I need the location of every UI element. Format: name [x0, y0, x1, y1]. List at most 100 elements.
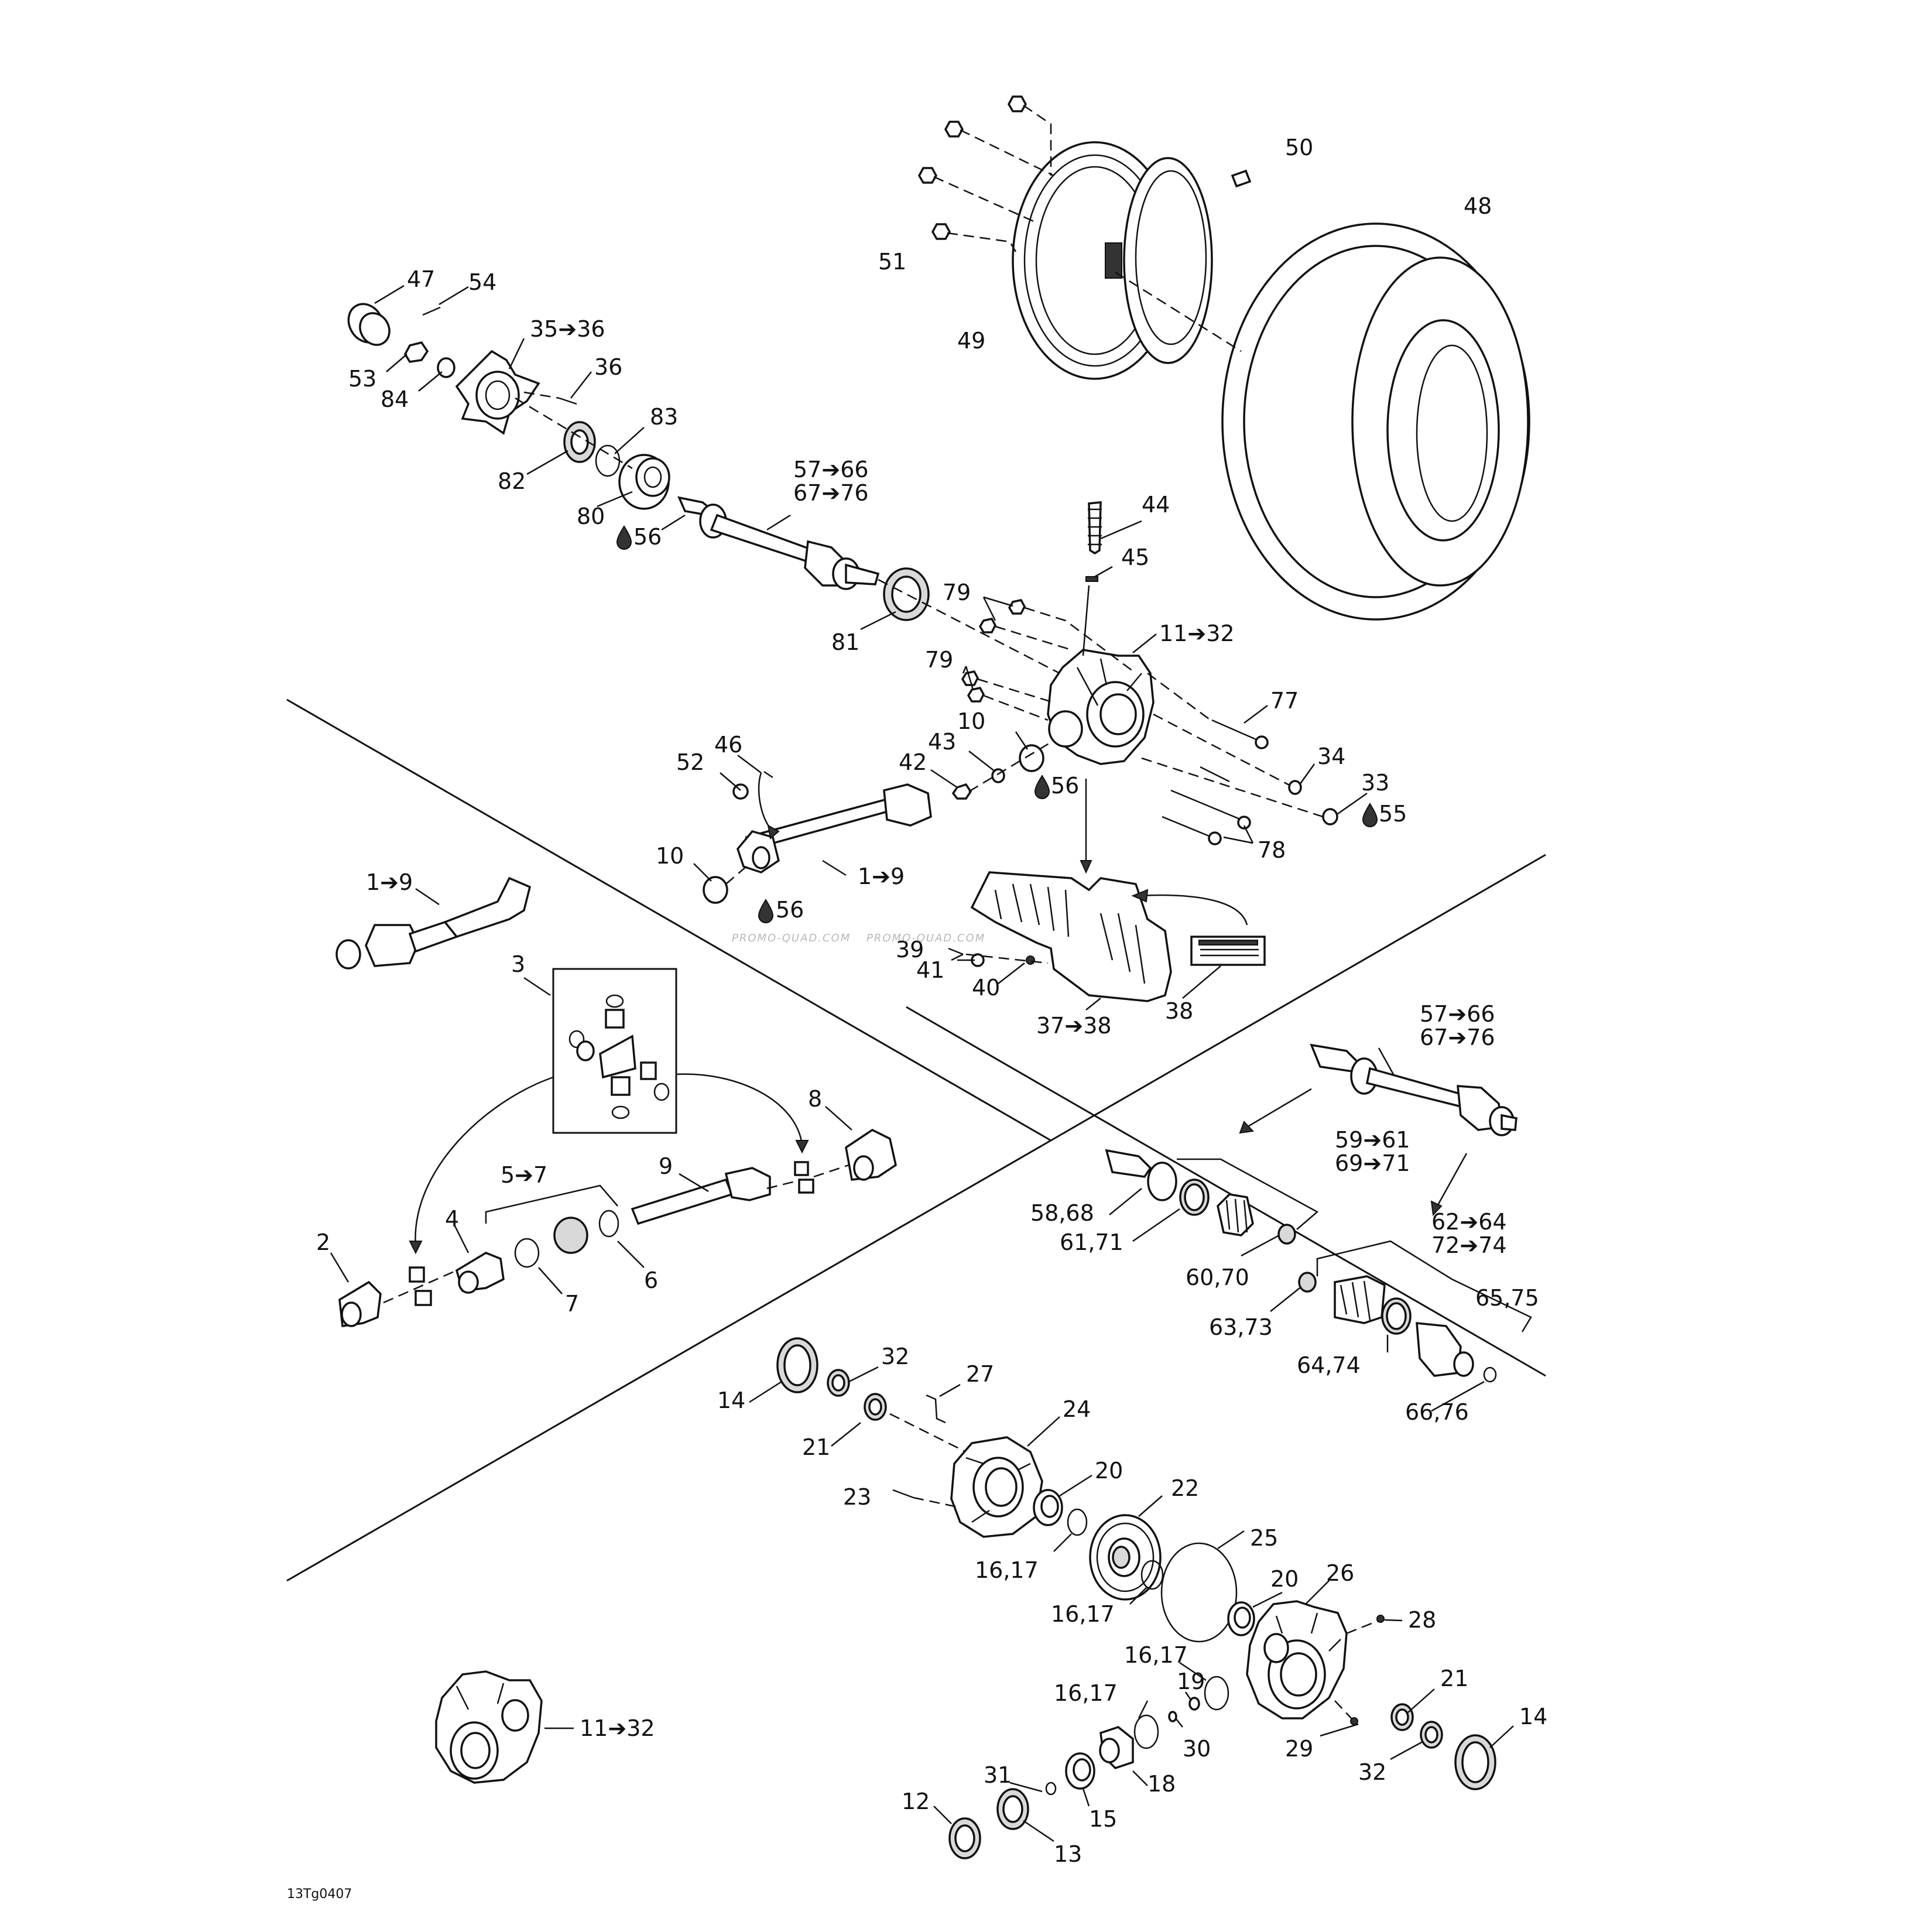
callout-1-9-b: 1➔9: [858, 864, 905, 889]
shaft-9: [631, 1167, 803, 1225]
callout-24: 24: [1063, 1396, 1091, 1422]
callout-10-a: 10: [957, 708, 985, 734]
callout-48: 48: [1464, 193, 1492, 219]
callout-25: 25: [1250, 1525, 1278, 1551]
callout-3: 3: [511, 951, 525, 977]
callout-46: 46: [714, 732, 742, 758]
callout-30: 30: [1183, 1736, 1211, 1762]
housing-26: [1246, 1600, 1348, 1719]
callout-35-36: 35➔36: [530, 316, 605, 342]
yoke-4: [455, 1252, 505, 1294]
section-separators: [286, 698, 1546, 1582]
pinion-stack: [948, 1676, 1229, 1859]
callout-11-32-a: 11➔32: [1159, 621, 1235, 646]
seal-10-left: [703, 866, 747, 904]
tire-48: [1221, 222, 1530, 621]
outer-cv-58-68: [1105, 1149, 1177, 1201]
seal-82: [563, 421, 596, 463]
seal-81: [878, 567, 1060, 674]
callout-21-a: 21: [802, 1434, 830, 1460]
propeller-shaft-1-9: [737, 772, 932, 873]
ring-7: [514, 1238, 540, 1268]
callout-50: 50: [1285, 135, 1313, 160]
bracket-5-7: [485, 1184, 618, 1224]
callout-16-17-b: 16,17: [1051, 1601, 1115, 1627]
cover-24: [950, 1436, 1043, 1538]
callout-78: 78: [1258, 837, 1286, 863]
cotter-pin-54: [422, 306, 441, 316]
callout-4: 4: [445, 1206, 459, 1232]
differential-overview-11-32: [435, 1670, 543, 1784]
seal-14-left: [776, 1337, 818, 1393]
screw-46-washer-52: [732, 770, 773, 800]
callout-49: 49: [957, 328, 985, 354]
callout-34: 34: [1317, 744, 1345, 769]
callout-43: 43: [928, 729, 956, 755]
bearing-20-right: [1227, 1601, 1255, 1636]
callout-51: 51: [878, 249, 906, 275]
callout-41: 41: [916, 957, 944, 983]
callout-16-17-c: 16,17: [1124, 1642, 1188, 1668]
callout-80: 80: [577, 503, 605, 529]
yoke-8: [813, 1128, 897, 1181]
o-ring-83: [595, 444, 621, 477]
callout-32-b: 32: [1358, 1759, 1386, 1785]
figure-reference: 13Tg0407: [287, 1887, 352, 1902]
callout-82: 82: [498, 468, 526, 494]
bolts-77-78: [1141, 672, 1332, 845]
boot-60-70: [1217, 1193, 1296, 1245]
oil-drop-icon: [616, 525, 1378, 923]
callout-6: 6: [644, 1268, 658, 1293]
bearing-20-left: [1033, 1489, 1063, 1526]
callout-42: 42: [899, 749, 927, 775]
callout-7: 7: [565, 1291, 579, 1317]
callout-58-68: 58,68: [1030, 1200, 1094, 1226]
callout-44: 44: [1142, 492, 1170, 518]
watermark-2: PROMO-QUAD.COM: [866, 932, 985, 944]
callout-18: 18: [1147, 1771, 1176, 1797]
callout-20-a: 20: [1095, 1458, 1123, 1484]
callout-59-61: 59➔61: [1335, 1127, 1410, 1153]
callout-56-a: 56: [633, 524, 662, 550]
callout-79-a: 79: [943, 580, 971, 605]
propeller-shaft-overview-1-9: [335, 876, 532, 970]
bracket-59-61: [1177, 1158, 1319, 1230]
callout-22: 22: [1171, 1475, 1199, 1501]
inner-cv-62-64: [1298, 1240, 1532, 1383]
callout-11-32-b: 11➔32: [580, 1715, 655, 1741]
drive-shaft-57-76: [677, 496, 880, 590]
callout-32-a: 32: [881, 1344, 909, 1369]
boot-6: [553, 1210, 619, 1254]
callout-1-9-a: 1➔9: [366, 869, 413, 895]
screw-39-washer-41-nut-40: [948, 947, 1049, 967]
callout-21-b: 21: [1440, 1666, 1468, 1691]
callout-79-b: 79: [925, 647, 953, 673]
callout-83: 83: [650, 404, 678, 430]
callout-10-b: 10: [656, 843, 684, 869]
callout-72-74: 72➔74: [1431, 1232, 1507, 1258]
callout-19: 19: [1177, 1669, 1205, 1694]
cross-8: [794, 1161, 814, 1194]
cross-spider-mid: [383, 1266, 457, 1306]
callout-66-76: 66,76: [1405, 1399, 1469, 1425]
callout-29: 29: [1285, 1736, 1313, 1762]
callout-52: 52: [676, 749, 704, 775]
callout-23: 23: [843, 1484, 871, 1510]
callout-16-17-a: 16,17: [975, 1557, 1039, 1583]
yoke-2: [338, 1280, 382, 1327]
callout-53: 53: [348, 366, 376, 392]
seal-10-washer-43-nut-42: [951, 739, 1054, 800]
callout-28: 28: [1408, 1607, 1436, 1633]
clamp-61-71: [1179, 1179, 1210, 1216]
callout-45: 45: [1121, 544, 1149, 570]
callout-62-64: 62➔64: [1431, 1209, 1507, 1235]
callout-61-71: 61,71: [1060, 1229, 1123, 1255]
callout-36: 36: [594, 354, 622, 380]
breather-44: [1088, 501, 1102, 555]
callout-47: 47: [407, 266, 435, 292]
hub-cap-47: [347, 303, 390, 346]
callout-5-7: 5➔7: [501, 1162, 547, 1188]
bearing-80: [515, 397, 670, 510]
drive-shaft-57-76-right: [1239, 1043, 1517, 1217]
callout-9: 9: [659, 1153, 673, 1179]
